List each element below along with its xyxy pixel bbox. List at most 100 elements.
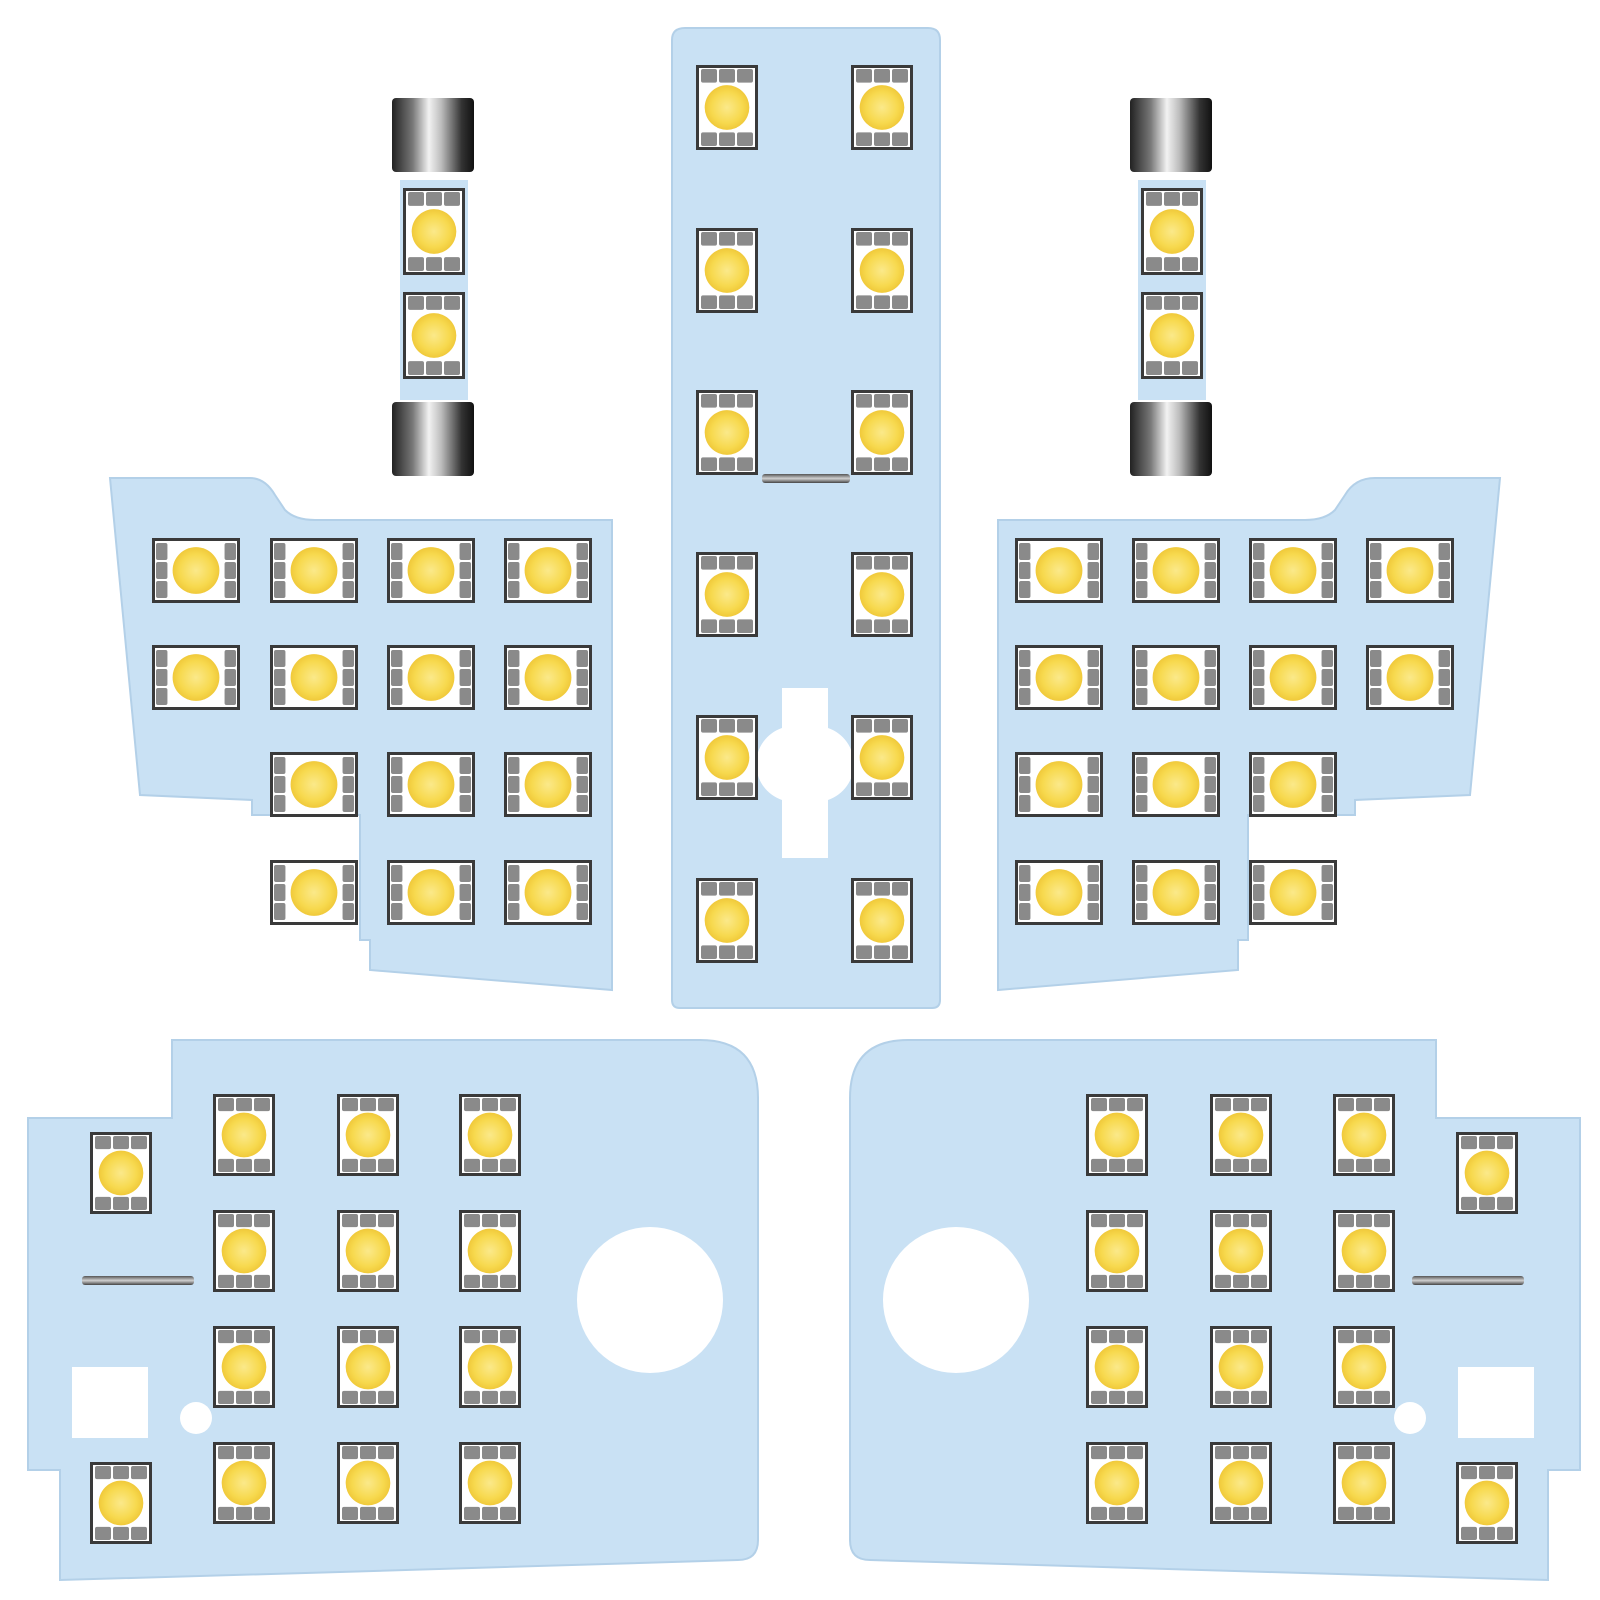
smd-led-chip [1132,538,1220,603]
mount-hole-large [883,1227,1029,1373]
left-lower-board [27,1039,759,1582]
smd-led-chip [1366,538,1454,603]
smd-led-chip [696,552,758,637]
led-glow [1269,547,1317,594]
led-glow [1464,1480,1510,1526]
smd-led-chip [403,292,465,379]
left-upper-board [108,477,613,992]
smd-led-chip [1333,1094,1395,1176]
smd-led-chip [270,860,358,925]
smd-led-chip [1249,538,1337,603]
led-glow [1035,654,1083,701]
smd-led-chip [851,552,913,637]
right-upper-board-leds [1015,538,1454,925]
mount-cutout-square [1458,1367,1534,1438]
led-glow [345,1344,391,1390]
led-glow [1386,547,1434,594]
led-glow [704,898,750,943]
right-upper-board [997,477,1502,992]
led-glow [467,1344,513,1390]
led-glow [407,547,455,594]
smd-led-chip [387,538,475,603]
led-glow [290,654,338,701]
smd-led-chip [1086,1326,1148,1408]
center-board [671,27,941,1009]
smd-led-chip [1333,1326,1395,1408]
led-glow [290,869,338,916]
led-glow [1269,761,1317,808]
mount-cutout-square [72,1367,148,1438]
smd-led-chip [851,878,913,963]
led-glow [1094,1460,1140,1506]
smd-led-chip [270,645,358,710]
smd-led-chip [696,715,758,800]
smd-led-chip [696,228,758,313]
left-lower-board-leds [90,1094,521,1544]
smd-led-chip [1210,1326,1272,1408]
led-glow [859,898,905,943]
led-glow [1094,1228,1140,1274]
led-glow [1218,1112,1264,1158]
festoon-leds [1141,188,1203,379]
smd-led-chip [1141,292,1203,379]
festoon-cap-bottom [392,402,474,476]
festoon-cap-bottom [1130,402,1212,476]
led-glow [859,248,905,293]
led-glow [467,1460,513,1506]
left-upper-board-shape [108,477,613,992]
smd-led-chip [387,645,475,710]
right-lower-board-pin [1412,1276,1524,1285]
led-glow [1149,313,1195,358]
led-glow [1035,869,1083,916]
led-glow [704,248,750,293]
smd-led-chip [90,1132,152,1214]
led-glow [1386,654,1434,701]
smd-led-chip [851,390,913,475]
smd-led-chip [1456,1462,1518,1544]
led-glow [345,1460,391,1506]
led-glow [221,1460,267,1506]
smd-led-chip [851,65,913,150]
mount-hole-large [577,1227,723,1373]
smd-led-chip [1015,752,1103,817]
right-upper-board-shape [997,477,1502,992]
led-glow [1341,1460,1387,1506]
smd-led-chip [387,860,475,925]
center-board-leds [696,65,913,963]
led-glow [1152,869,1200,916]
led-glow [1152,654,1200,701]
led-glow [859,735,905,780]
led-glow [1152,761,1200,808]
led-glow [1464,1150,1510,1196]
smd-led-chip [152,538,240,603]
led-glow [704,410,750,455]
center-board-slot [756,688,854,858]
smd-led-chip [337,1210,399,1292]
smd-led-chip [387,752,475,817]
center-board-shape [671,27,941,1009]
led-glow [1218,1460,1264,1506]
led-glow [172,654,220,701]
led-glow [859,410,905,455]
smd-led-chip [1366,645,1454,710]
smd-led-chip [696,878,758,963]
smd-led-chip [1333,1210,1395,1292]
smd-led-chip [1086,1442,1148,1524]
festoon-bulb-left [392,98,474,476]
led-glow [407,869,455,916]
smd-led-chip [1249,860,1337,925]
smd-led-chip [1015,860,1103,925]
smd-led-chip [696,390,758,475]
smd-led-chip [1456,1132,1518,1214]
smd-led-chip [1132,752,1220,817]
festoon-leds [403,188,465,379]
smd-led-chip [459,1326,521,1408]
smd-led-chip [504,538,592,603]
smd-led-chip [337,1094,399,1176]
smd-led-chip [504,860,592,925]
led-glow [407,761,455,808]
led-glow [290,547,338,594]
smd-led-chip [459,1442,521,1524]
led-glow [411,209,457,254]
smd-led-chip [504,645,592,710]
